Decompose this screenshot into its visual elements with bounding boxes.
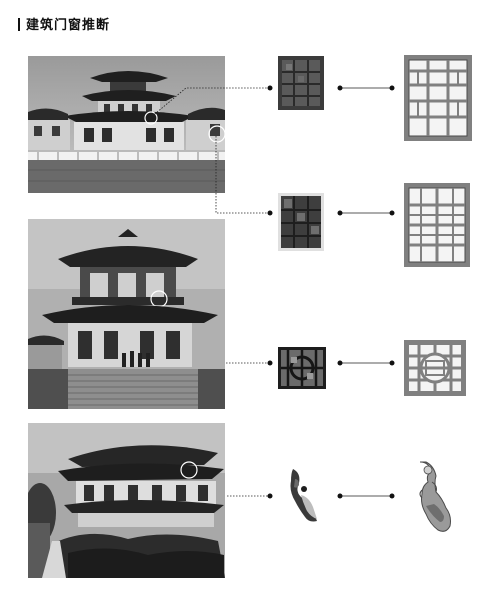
connector-dot (337, 360, 343, 366)
ornament-detail-bracket (287, 467, 323, 525)
page-title: 建筑门窗推断 (18, 14, 110, 33)
window-reconstruction-grid-2 (404, 183, 470, 267)
window-detail-lattice-2 (278, 193, 324, 251)
connector-dot (267, 360, 273, 366)
connector-dot (267, 210, 273, 216)
photo-pavilion-octagonal (28, 219, 225, 409)
connector-dot (337, 210, 343, 216)
photo-pagoda-front (28, 56, 225, 193)
window-reconstruction-grid-1 (404, 55, 472, 141)
window-detail-lattice-1 (278, 56, 324, 110)
connector-dot (267, 85, 273, 91)
page-title-text: 建筑门窗推断 (26, 18, 111, 33)
window-reconstruction-circle (404, 340, 466, 396)
title-accent-bar (18, 18, 20, 31)
connector-dot (337, 85, 343, 91)
connector-dot (389, 85, 395, 91)
connector-dot (389, 210, 395, 216)
connector-dot (267, 493, 273, 499)
ornament-reconstruction-bracket (410, 460, 454, 540)
window-detail-circle (278, 347, 326, 389)
connector-dot (389, 493, 395, 499)
photo-hall-garden (28, 423, 225, 578)
connector-dot (337, 493, 343, 499)
connector-dot (389, 360, 395, 366)
